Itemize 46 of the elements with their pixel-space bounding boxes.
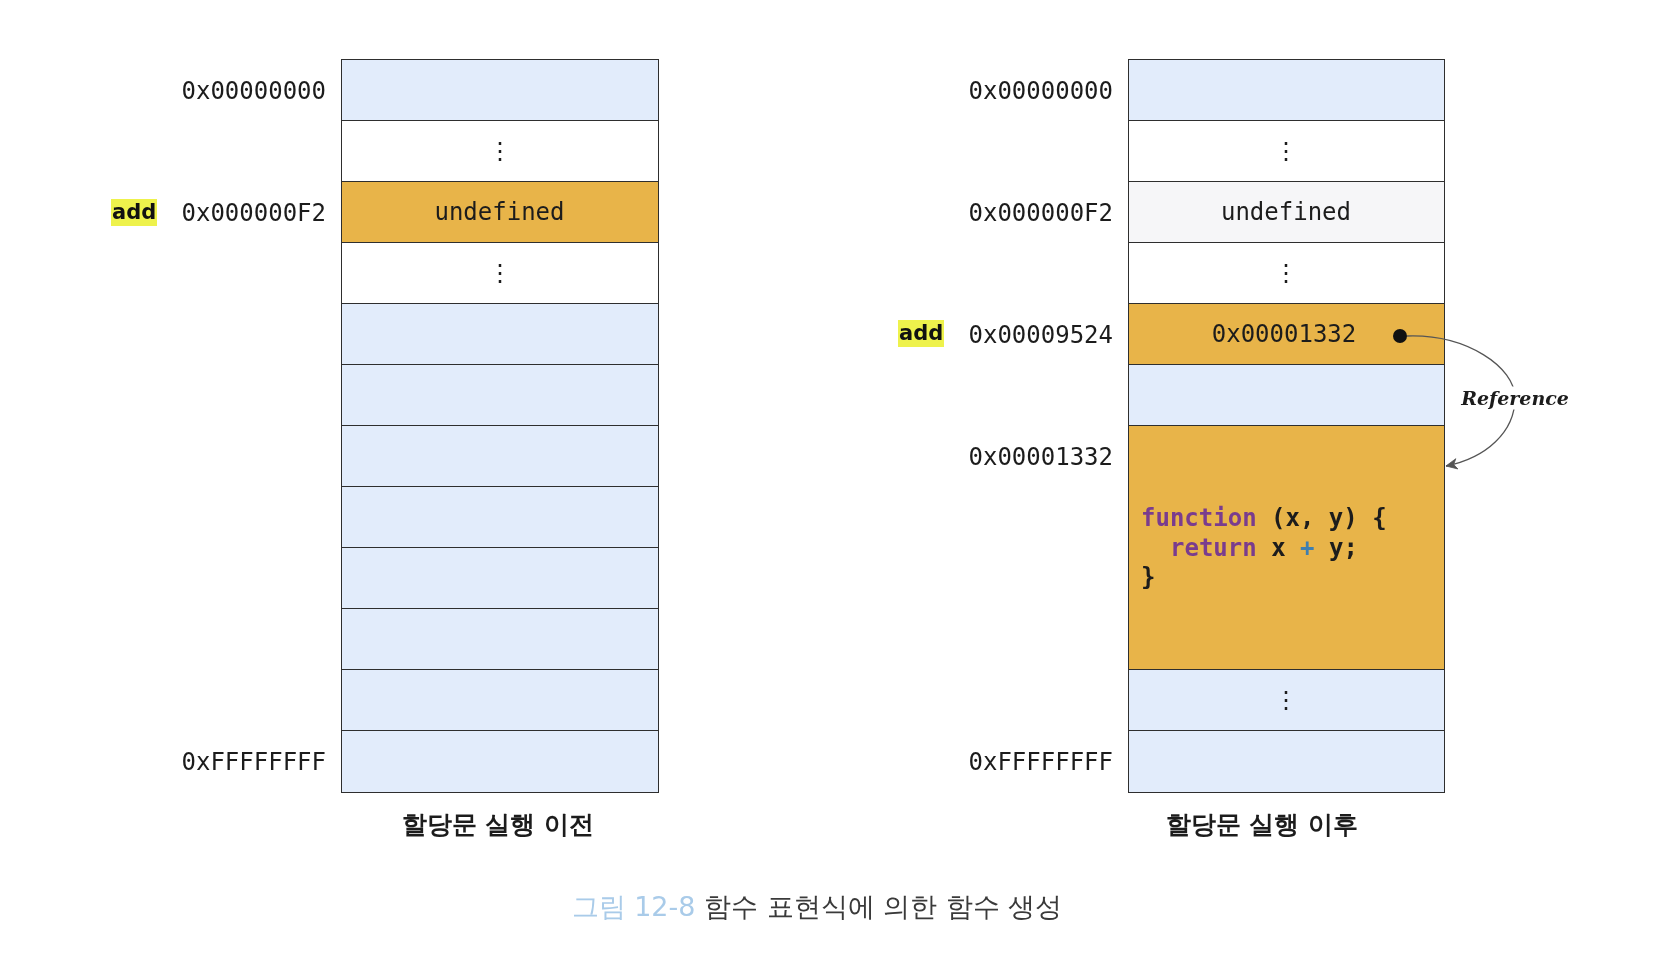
memory-cell <box>341 364 659 427</box>
memory-cell <box>341 608 659 671</box>
memory-cell <box>341 59 659 122</box>
address-label: 0x00009524 <box>968 322 1113 347</box>
memory-cell <box>341 425 659 488</box>
highlighted-variable: add <box>111 198 158 226</box>
memory-cell <box>1128 730 1445 793</box>
memory-cell <box>341 486 659 549</box>
address-label: 0xFFFFFFFF <box>968 749 1113 774</box>
code-line: } <box>1141 565 1156 589</box>
memory-cell <box>341 730 659 793</box>
reference-arrow <box>1406 335 1516 469</box>
vertical-ellipsis: ⋮ <box>1274 139 1298 163</box>
memory-cell <box>341 669 659 732</box>
memory-cell <box>1128 59 1445 122</box>
address-label: 0x00000000 <box>181 78 326 103</box>
vertical-ellipsis: ⋮ <box>487 261 512 285</box>
vertical-ellipsis: ⋮ <box>487 139 512 163</box>
memory-cell <box>1128 242 1445 305</box>
address-label: 0x000000F2 <box>968 200 1113 225</box>
memory-cell <box>341 181 659 244</box>
memory-cell <box>341 303 659 366</box>
code-line: return x + y; <box>1170 536 1358 560</box>
address-label: 0x00001332 <box>968 444 1113 469</box>
cell-value: 0x00001332 <box>1211 322 1357 346</box>
address-label: 0x000000F2 <box>181 200 326 225</box>
figure-caption: 그림 12-8 함수 표현식에 의한 함수 생성 <box>571 892 1063 920</box>
memory-cell <box>1128 181 1445 244</box>
memory-cell <box>341 242 659 305</box>
memory-cell <box>1128 120 1445 183</box>
vertical-ellipsis: ⋮ <box>1274 261 1298 285</box>
vertical-ellipsis: ⋮ <box>1274 688 1298 712</box>
code-line: function (x, y) { <box>1141 506 1387 530</box>
address-label: 0x00000000 <box>968 78 1113 103</box>
highlighted-variable: add <box>898 320 945 347</box>
memory-cell <box>341 120 659 183</box>
code-block <box>1128 425 1445 671</box>
memory-cell <box>341 547 659 610</box>
address-label: 0xFFFFFFFF <box>181 749 326 774</box>
panel-heading: 할당문 실행 이전 <box>401 811 595 837</box>
cell-value: undefined <box>1220 200 1351 224</box>
cell-value: undefined <box>434 200 565 224</box>
memory-cell <box>1128 303 1445 366</box>
memory-cell <box>1128 669 1445 732</box>
memory-cell <box>1128 364 1445 427</box>
pointer-dot <box>1392 328 1407 343</box>
